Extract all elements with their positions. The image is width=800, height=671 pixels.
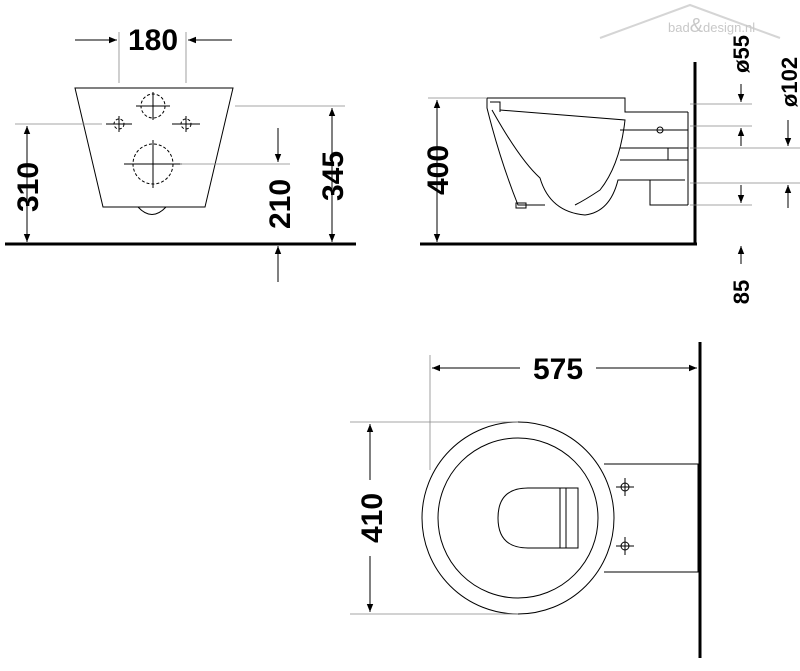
dim-front-top-height: 345 — [317, 151, 350, 201]
dim-side-height: 400 — [422, 145, 455, 195]
top-bowl-neck — [604, 463, 699, 573]
front-bowl-foot — [137, 206, 167, 215]
svg-text:bad&design.nl: bad&design.nl — [668, 15, 755, 37]
dim-side-inlet-diameter: ø55 — [729, 35, 754, 73]
front-bowl-outline — [74, 87, 234, 208]
side-bowl-front — [486, 98, 545, 206]
dim-front-drain-height: 310 — [12, 162, 45, 212]
side-view: 400 ø55 ø102 85 — [420, 35, 800, 304]
dim-top-length: 575 — [533, 353, 583, 386]
dim-side-outlet-diameter: ø102 — [777, 57, 800, 107]
dim-front-outlet-height: 210 — [264, 179, 297, 229]
side-bowl-trap — [491, 109, 685, 216]
watermark-logo: bad&design.nl — [599, 3, 781, 39]
dim-side-bottom-offset: 85 — [729, 280, 754, 304]
top-bowl-outer — [421, 421, 615, 615]
dim-top-width: 410 — [356, 493, 389, 543]
dim-front-width: 180 — [128, 24, 178, 57]
watermark-suffix: design.nl — [703, 20, 755, 35]
top-view: 575 410 — [350, 342, 702, 658]
watermark-amp: & — [690, 15, 704, 37]
watermark-prefix: bad — [668, 20, 690, 35]
side-bowl-rear — [620, 112, 689, 206]
front-view: 180 310 210 345 — [5, 24, 356, 282]
top-bowl-opening — [497, 487, 579, 549]
top-bowl-rim — [437, 437, 599, 599]
side-bowl-inner — [499, 109, 626, 206]
side-bowl-top — [487, 97, 688, 113]
